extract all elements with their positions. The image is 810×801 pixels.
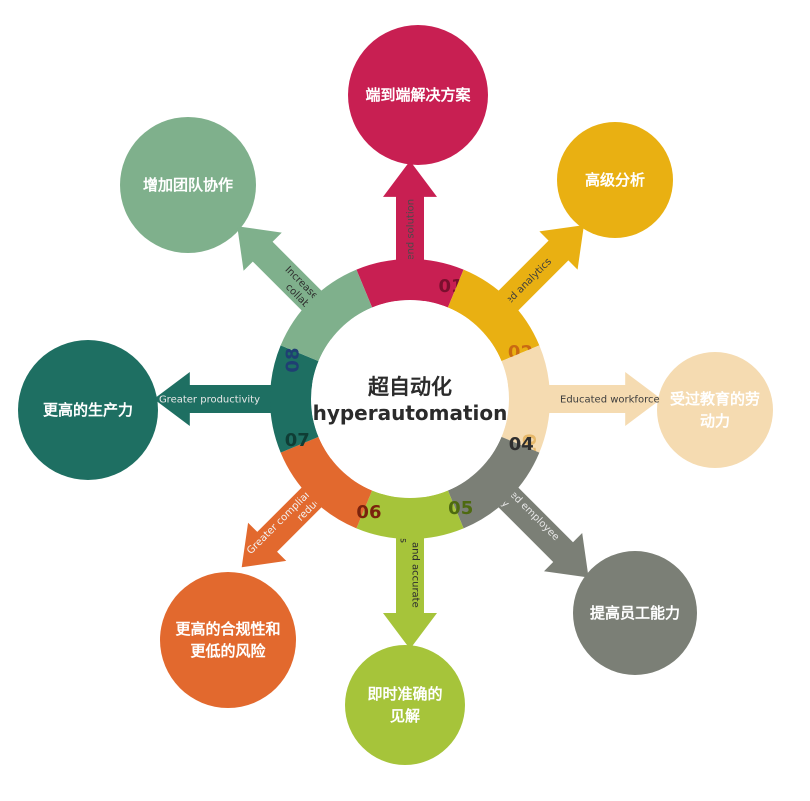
outer-title-6-line-1: 更高的合规性和 [175,620,280,638]
ring-segment-3 [501,345,550,453]
ring-number-5: 05 [448,498,473,519]
outer-circles: 端到端解决方案高级分析受过教育的劳动力提高员工能力即时准确的见解更高的合规性和更… [18,25,773,765]
outer-circle-1 [348,25,488,165]
arrow-label-1-line-1: End-to-end solution [406,199,417,297]
outer-title-7-line-1: 更高的生产力 [43,401,133,419]
ring-segment-7 [270,345,319,453]
arrow-label-5-line-1: Instant and accurate [410,504,421,608]
arrow-label-3-line-1: Educated workforce [560,395,660,406]
outer-title-8-line-1: 增加团队协作 [143,176,233,194]
arrow-label-3: Educated workforce [560,395,660,406]
outer-circle-3 [657,352,773,468]
outer-item-8: 增加团队协作 [120,117,256,253]
outer-item-7: 更高的生产力 [18,340,158,480]
center-title-en: hyperautomation [313,401,508,425]
ring-segment-8 [280,269,373,362]
outer-title-5-line-1: 即时准确的 [367,685,442,703]
ring-number-4: 04 [509,434,534,455]
center-circle [311,300,509,498]
arrow-label-7: Greater productivity [159,395,260,406]
outer-circle-5 [345,645,465,765]
outer-title-5-line-2: 见解 [390,707,420,725]
ring-number-6: 06 [356,502,381,523]
outer-title-2-line-1: 高级分析 [585,171,645,189]
outer-title-4-line-1: 提高员工能力 [590,604,680,622]
outer-title-6-line-2: 更低的风险 [190,642,266,660]
ring-number-8: 08 [283,348,304,373]
ring-segment-2 [447,269,540,362]
outer-circle-6 [160,572,296,708]
arrow-label-7-line-1: Greater productivity [159,395,260,406]
outer-item-4: 提高员工能力 [573,551,697,675]
outer-item-1: 端到端解决方案 [348,25,488,165]
arrow-label-1: End-to-end solution [406,199,417,297]
outer-title-1-line-1: 端到端解决方案 [365,86,471,104]
outer-title-3-line-2: 动力 [700,412,730,430]
outer-circle-2 [557,122,673,238]
ring-segment-4 [447,436,540,529]
ring-segment-1 [356,259,464,308]
ring-segment-6 [280,436,373,529]
outer-circle-7 [18,340,158,480]
center-title-cn: 超自动化 [368,375,452,399]
ring-segment-5 [356,490,464,539]
center-hub: 超自动化 hyperautomation [311,300,509,498]
outer-item-2: 高级分析 [557,122,673,238]
ring-number-7: 07 [285,430,310,451]
outer-title-3-line-1: 受过教育的劳 [670,390,760,408]
outer-circle-8 [120,117,256,253]
outer-circle-4 [573,551,697,675]
